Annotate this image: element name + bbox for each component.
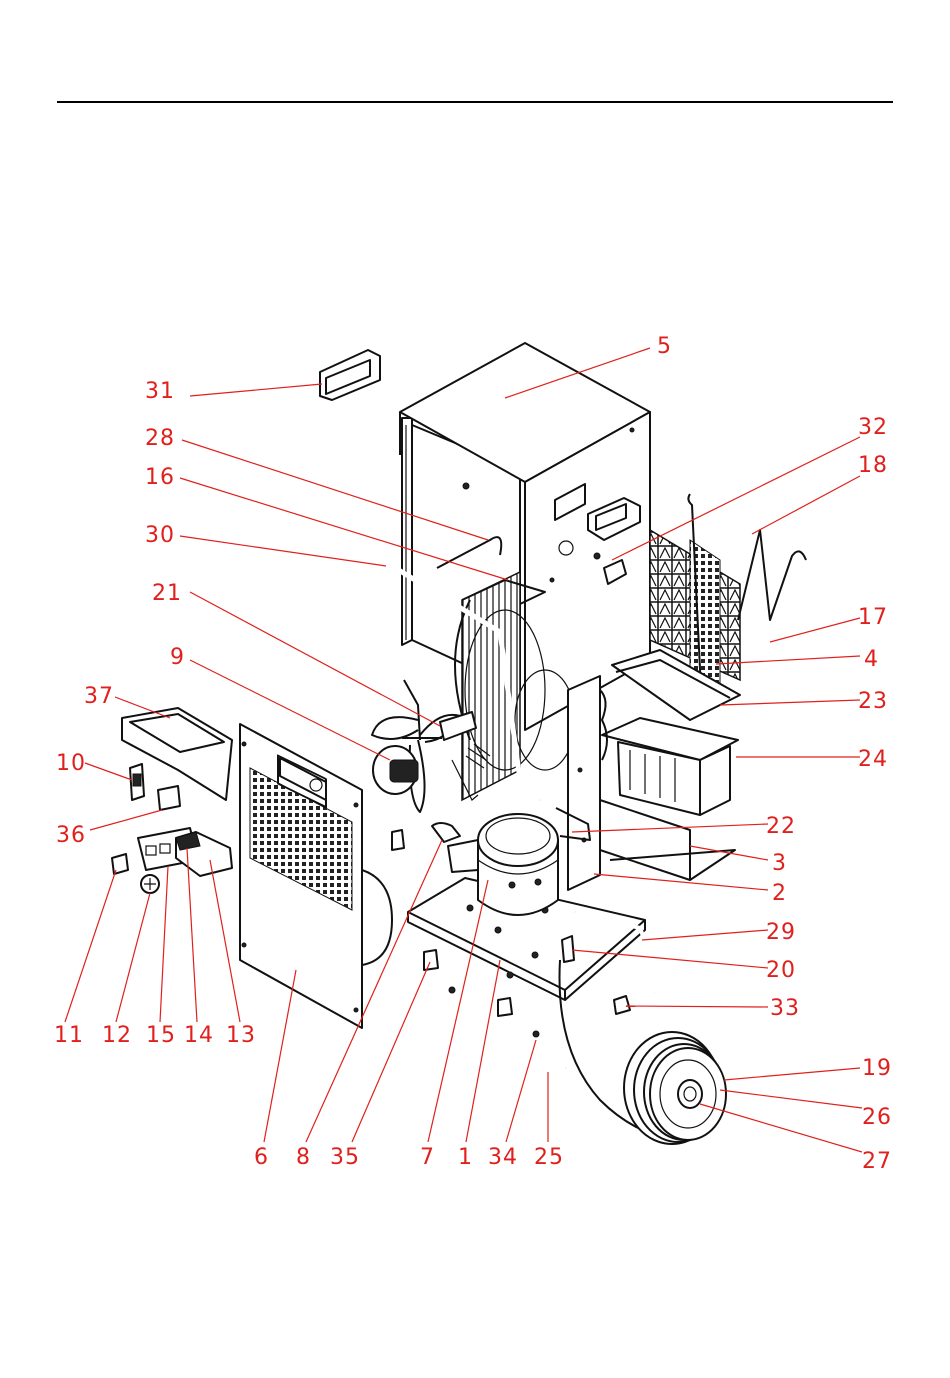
callout-36: 36 xyxy=(56,823,86,848)
callout-24: 24 xyxy=(858,747,888,772)
callout-13: 13 xyxy=(226,1023,256,1048)
part-vent-cap xyxy=(320,350,380,400)
callout-21: 21 xyxy=(152,581,182,606)
callout-12: 12 xyxy=(102,1023,132,1048)
callout-27: 27 xyxy=(862,1149,892,1174)
part-knob xyxy=(112,854,128,874)
callout-7: 7 xyxy=(420,1145,435,1170)
callout-19: 19 xyxy=(862,1056,892,1081)
callout-14: 14 xyxy=(184,1023,214,1048)
part-clip xyxy=(562,936,574,962)
callout-17: 17 xyxy=(858,605,888,630)
callout-28: 28 xyxy=(145,426,175,451)
callout-37: 37 xyxy=(84,684,114,709)
callout-29: 29 xyxy=(766,920,796,945)
callout-31: 31 xyxy=(145,379,175,404)
callout-1: 1 xyxy=(458,1145,473,1170)
callout-2: 2 xyxy=(772,881,787,906)
callout-33: 33 xyxy=(770,996,800,1021)
line-art xyxy=(112,343,806,1144)
callout-10: 10 xyxy=(56,751,86,776)
callout-26: 26 xyxy=(862,1105,892,1130)
callout-4: 4 xyxy=(864,647,879,672)
callout-20: 20 xyxy=(766,958,796,983)
callout-9: 9 xyxy=(170,645,185,670)
callout-32: 32 xyxy=(858,415,888,440)
callout-30: 30 xyxy=(145,523,175,548)
callout-3: 3 xyxy=(772,851,787,876)
callout-22: 22 xyxy=(766,814,796,839)
part-wire-28 xyxy=(437,537,501,568)
callout-23: 23 xyxy=(858,689,888,714)
callout-16: 16 xyxy=(145,465,175,490)
part-relay xyxy=(158,786,180,810)
callout-6: 6 xyxy=(254,1145,269,1170)
callout-5: 5 xyxy=(657,334,672,359)
callout-25: 25 xyxy=(534,1145,564,1170)
callout-35: 35 xyxy=(330,1145,360,1170)
callout-8: 8 xyxy=(296,1145,311,1170)
callout-15: 15 xyxy=(146,1023,176,1048)
callout-11: 11 xyxy=(54,1023,84,1048)
callout-18: 18 xyxy=(858,453,888,478)
part-side-panel xyxy=(240,724,392,1028)
part-cap xyxy=(614,996,630,1014)
part-wheel xyxy=(624,1032,726,1144)
callout-34: 34 xyxy=(488,1145,518,1170)
